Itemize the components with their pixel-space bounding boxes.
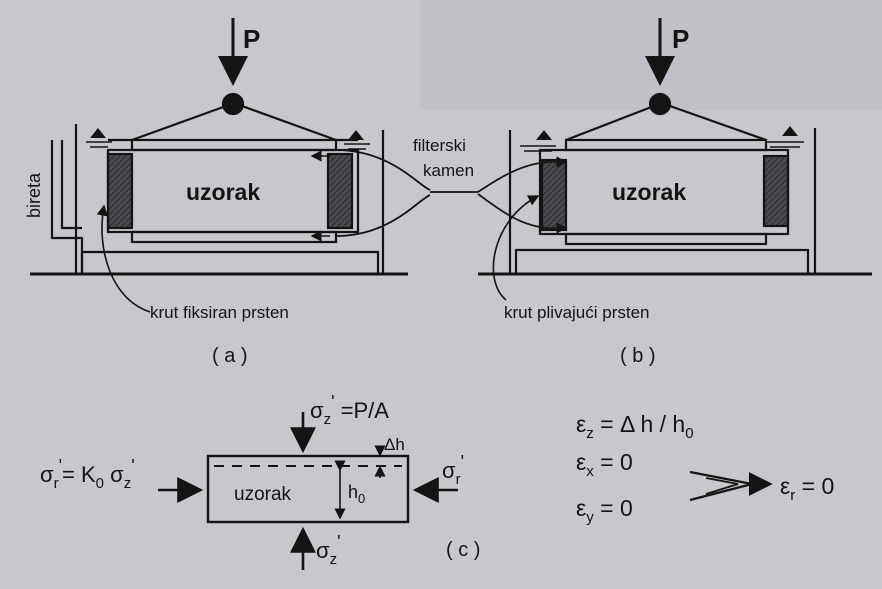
top-filter-stone-a [130, 138, 338, 152]
eps-x-formula: εx = 0 [576, 449, 633, 480]
sample-label-a: uzorak [186, 179, 260, 205]
container-base-a [80, 250, 380, 274]
load-ball-b [648, 92, 672, 116]
panel-b [477, 18, 872, 301]
panel-c [158, 412, 773, 570]
delta-h-label: Δh [384, 435, 405, 454]
bottom-filter-stone-a [130, 230, 338, 244]
fixed-ring-left [106, 152, 134, 230]
filter-stone-label-1: filterski [413, 136, 466, 155]
water-level-mark-b2 [782, 126, 798, 136]
sample-label-c: uzorak [234, 484, 292, 505]
load-label-b: P [672, 24, 689, 54]
eps-y-formula: εy = 0 [576, 495, 633, 526]
panel-c-label: ( c ) [446, 539, 480, 561]
filter-stone-label-2: kamen [423, 161, 474, 180]
fixed-ring-right [326, 152, 354, 230]
floating-ring-left [540, 158, 568, 232]
container-base-b [514, 248, 810, 274]
sigma-z-top-label: σz' =P/A [310, 392, 389, 428]
water-level-mark-a2 [348, 130, 364, 140]
panel-a [30, 18, 431, 313]
bireta-label: bireta [24, 172, 44, 218]
load-ball-a [221, 92, 245, 116]
panel-b-label: ( b ) [620, 345, 656, 367]
sample-label-b: uzorak [612, 179, 686, 205]
top-filter-stone-b [564, 138, 768, 152]
water-level-mark-b1 [536, 130, 552, 140]
sigma-z-bottom-label: σz' [316, 532, 341, 568]
ring-floating-label: krut plivajući prsten [504, 303, 650, 322]
bottom-filter-stone-b [564, 232, 768, 246]
sample-c [206, 454, 410, 524]
eps-r-formula: εr = 0 [780, 473, 834, 504]
load-label-a: P [243, 24, 260, 54]
floating-ring-right [762, 154, 790, 228]
water-level-mark-a1 [90, 128, 106, 138]
eps-z-formula: εz = Δ h / h0 [576, 411, 694, 442]
panel-a-label: ( a ) [212, 345, 248, 367]
ring-fixed-label: krut fiksiran prsten [150, 303, 289, 322]
